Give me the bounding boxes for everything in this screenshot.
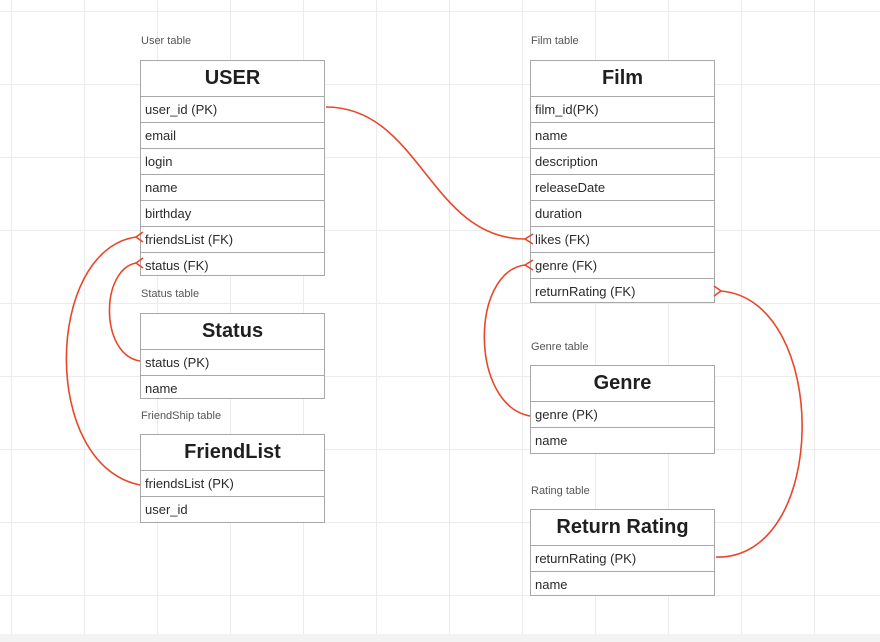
genre-table-caption: Genre table [531, 341, 589, 353]
film-table[interactable]: Film film_id(PK) name description releas… [530, 60, 715, 303]
film-table-caption: Film table [531, 35, 579, 47]
rating-table-caption: Rating table [531, 485, 590, 497]
user-field-status: status (FK) [145, 258, 209, 273]
film-field-returnrating: returnRating (FK) [535, 284, 636, 299]
film-table-title: Film [531, 61, 714, 97]
friendlist-field-user-id: user_id [145, 502, 188, 517]
user-field-name: name [141, 175, 324, 201]
genre-field-genre: genre (PK) [531, 402, 714, 428]
user-field-friendslist: friendsList (FK) [141, 227, 324, 253]
user-table-caption: User table [141, 35, 192, 47]
rating-field-name: name [535, 577, 568, 592]
user-table[interactable]: USER user_id (PK) email login name birth… [140, 60, 325, 276]
status-field-status: status (PK) [141, 350, 324, 376]
user-field-email: email [141, 123, 324, 149]
status-table-caption: Status table [141, 288, 200, 300]
friendlist-field-friendslist: friendsList (PK) [141, 471, 324, 497]
film-field-releasedate: releaseDate [531, 175, 714, 201]
film-field-duration: duration [531, 201, 714, 227]
user-field-user-id: user_id (PK) [141, 97, 324, 123]
genre-table[interactable]: Genre genre (PK) name [530, 365, 715, 454]
genre-field-name: name [535, 433, 568, 448]
rating-table[interactable]: Return Rating returnRating (PK) name [530, 509, 715, 596]
genre-table-title: Genre [531, 366, 714, 402]
status-table[interactable]: Status status (PK) name [140, 313, 325, 399]
rating-field-returnrating: returnRating (PK) [531, 546, 714, 572]
friendlist-table[interactable]: FriendList friendsList (PK) user_id [140, 434, 325, 523]
film-field-genre: genre (FK) [531, 253, 714, 279]
film-field-likes: likes (FK) [531, 227, 714, 253]
film-field-description: description [531, 149, 714, 175]
friendship-table-caption: FriendShip table [141, 410, 222, 422]
user-field-login: login [141, 149, 324, 175]
rating-table-title: Return Rating [531, 510, 714, 546]
film-field-name: name [531, 123, 714, 149]
user-table-title: USER [141, 61, 324, 97]
user-field-birthday: birthday [141, 201, 324, 227]
film-field-film-id: film_id(PK) [531, 97, 714, 123]
status-table-title: Status [141, 314, 324, 350]
bottom-strip [0, 634, 880, 642]
friendlist-table-title: FriendList [141, 435, 324, 471]
status-field-name: name [145, 381, 178, 396]
